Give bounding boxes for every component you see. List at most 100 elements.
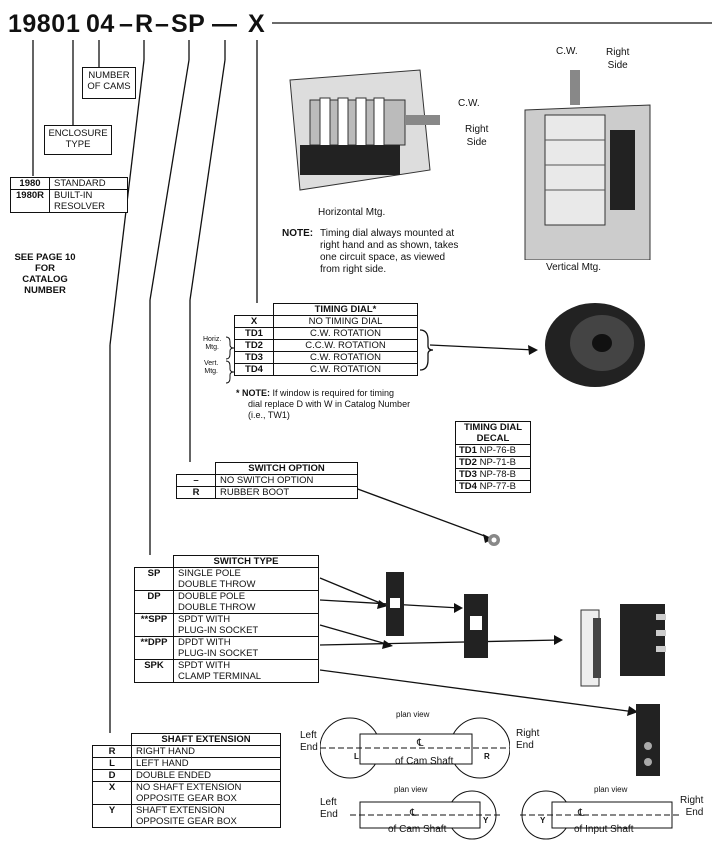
note-line: right hand and as shown, takes (320, 240, 459, 251)
centerline-symbol: ℄ (417, 738, 424, 749)
note-line: CATALOG (22, 274, 68, 285)
centerline-symbol: ℄ (578, 808, 585, 819)
table-row: TD1 NP-76-B (455, 444, 531, 457)
label-line: Horiz. (203, 336, 222, 343)
horizontal-mount-photo (289, 69, 440, 191)
cam-shaft-plan-view-y (350, 790, 500, 840)
note-line: Timing dial always mounted at (320, 228, 455, 239)
code-cell: R (92, 745, 132, 758)
table-title: SWITCH OPTION (215, 462, 358, 475)
label-line: End (685, 807, 704, 818)
table-title: SHAFT EXTENSION (131, 733, 281, 746)
l-marker: L (354, 752, 359, 761)
decal-code: TD4 (459, 481, 477, 492)
table-row: TD4 NP-77-B (455, 480, 531, 493)
note-line: If window is required for timing (270, 388, 395, 398)
input-shaft-plan-view-y (520, 790, 680, 840)
table-header-row: SHAFT EXTENSION (93, 733, 281, 746)
desc-line: NO SHAFT EXTENSION (136, 782, 242, 793)
decal-code: TD1 (459, 445, 477, 456)
desc-line: RESOLVER (54, 201, 106, 212)
mounting-note: NOTE: Timing dial always mounted at righ… (282, 228, 458, 276)
code-cell: TD2 (234, 339, 274, 352)
code-cell: TD3 (234, 351, 274, 364)
label-line: Mtg. (205, 344, 219, 351)
desc-line: CLAMP TERMINAL (178, 671, 262, 682)
sp-switch-photo (386, 572, 404, 636)
desc-line: SPDT WITH (178, 660, 231, 671)
desc-cell: RUBBER BOOT (215, 486, 358, 499)
desc-cell: RIGHT HAND (131, 745, 281, 758)
decal-part: NP-76-B (479, 445, 517, 456)
cam-shaft-label: of Cam Shaft (395, 756, 454, 767)
code-cams: 04 (86, 10, 115, 38)
label-line: TYPE (65, 139, 91, 150)
desc-line: PLUG-IN SOCKET (178, 625, 259, 636)
horiz-mtg-label: Horiz.Mtg. (203, 336, 221, 352)
cam-shaft-plan-view-lr (320, 717, 510, 779)
number-of-cams-label: NUMBER OF CAMS (82, 67, 136, 99)
label-line: End (320, 809, 338, 820)
table-title: TIMING DIAL* (273, 303, 418, 316)
label-line: Right (680, 795, 704, 806)
code-dash: — (212, 10, 238, 38)
plugin-switch-photo (620, 604, 666, 676)
code-dash: – (155, 10, 170, 38)
note-line: from right side. (320, 264, 387, 275)
desc-line: SINGLE POLE (178, 568, 241, 579)
label-line: Right (606, 47, 630, 58)
see-page-note: SEE PAGE 10 FOR CATALOG NUMBER (14, 252, 76, 296)
code-cell: **SPP (134, 613, 174, 637)
code-cell: X (92, 781, 132, 805)
enclosure-type-label: ENCLOSURE TYPE (44, 125, 112, 155)
vertical-mount-photo (524, 70, 651, 260)
note-line: SEE PAGE 10 (14, 252, 76, 263)
cw-label: C.W. (458, 98, 480, 109)
note-line: FOR (34, 263, 56, 274)
label-line: OF CAMS (87, 81, 131, 92)
desc-cell: C.W. ROTATION (273, 363, 418, 376)
code-cell: Y (92, 804, 132, 828)
timing-dial-note: * NOTE: If window is required for timing… (236, 388, 410, 421)
y-marker: Y (483, 816, 489, 825)
desc-cell: C.W. ROTATION (273, 351, 418, 364)
code-cell: X (234, 315, 274, 328)
code-cell: 1980R (10, 189, 50, 213)
label-line: ENCLOSURE (48, 128, 108, 139)
code-cell: SPK (134, 659, 174, 683)
code-switch: SP (171, 10, 206, 38)
desc-line: PLUG-IN SOCKET (178, 648, 259, 659)
table-title: SWITCH TYPE (173, 555, 319, 568)
code-series: 1980 (8, 10, 66, 38)
label-line: End (300, 742, 318, 753)
label-line: Left (320, 797, 337, 808)
cam-shaft-label: of Cam Shaft (388, 824, 447, 835)
note-line: (i.e., TW1) (248, 410, 290, 420)
desc-line: DOUBLE THROW (178, 579, 256, 590)
note-line: one circuit space, as viewed (320, 252, 446, 263)
code-cell: TD4 (234, 363, 274, 376)
decal-part: NP-77-B (479, 481, 517, 492)
table-row: TD3 NP-78-B (455, 468, 531, 481)
table-header-row: TIMING DIAL* (235, 303, 418, 316)
